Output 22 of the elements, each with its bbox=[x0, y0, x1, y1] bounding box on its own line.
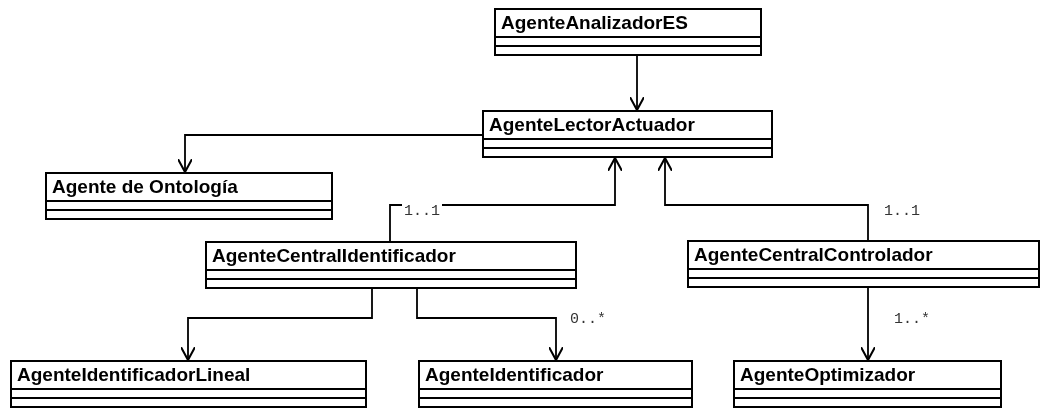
class-box bbox=[10, 360, 367, 408]
class-name: AgenteOptimizador bbox=[739, 363, 917, 387]
association-arrow bbox=[179, 288, 373, 362]
association-arrow bbox=[416, 288, 565, 362]
class-name: AgenteCentralControlador bbox=[693, 243, 934, 267]
class-name: Agente de Ontología bbox=[51, 175, 239, 199]
association-arrow bbox=[628, 55, 646, 112]
class-name: AgenteIdentificador bbox=[424, 363, 605, 387]
class-box bbox=[494, 8, 762, 56]
class-box bbox=[418, 360, 693, 408]
class-name: AgenteIdentificadorLineal bbox=[16, 363, 252, 387]
class-box bbox=[733, 360, 1002, 408]
association-arrow bbox=[859, 287, 877, 362]
class-name: AgenteCentralIdentificador bbox=[211, 244, 457, 268]
class-box bbox=[482, 110, 773, 158]
class-box bbox=[687, 240, 1040, 288]
class-name: AgenteLectorActuador bbox=[488, 113, 696, 137]
association-arrow bbox=[176, 134, 483, 174]
class-box bbox=[205, 241, 577, 289]
association-arrow bbox=[656, 156, 869, 241]
class-box bbox=[45, 172, 333, 220]
class-name: AgenteAnalizadorES bbox=[500, 11, 689, 35]
